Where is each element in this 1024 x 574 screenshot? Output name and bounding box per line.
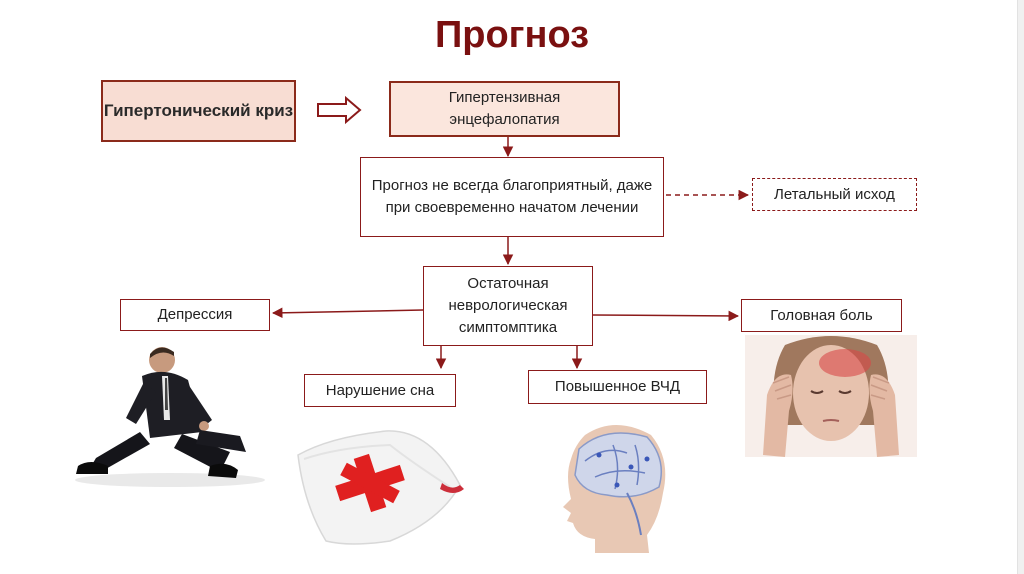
hollow-arrow — [317, 95, 362, 125]
slide-edge — [1017, 0, 1024, 574]
arrow-res-dep — [271, 307, 424, 319]
page-title: Прогноз — [434, 14, 590, 56]
arrow-res-head — [592, 310, 740, 322]
pillow-with-cross — [297, 430, 464, 545]
depression-box: Депрессия — [120, 299, 270, 331]
encephalopathy-box: Гипертензивная энцефалопатия — [389, 81, 620, 137]
prognosis-box: Прогноз не всегда благоприятный, даже пр… — [360, 157, 664, 237]
headache-box: Головная боль — [741, 299, 902, 332]
headache-woman-photo — [745, 335, 917, 457]
residual-symptoms-box: Остаточная неврологическая симптомптика — [423, 266, 593, 346]
sleep-disorder-box: Нарушение сна — [304, 374, 456, 407]
icp-box: Повышенное ВЧД — [528, 370, 707, 404]
sad-man-photo — [75, 347, 265, 487]
lethal-outcome-box: Летальный исход — [752, 178, 917, 211]
crisis-box: Гипертонический криз — [101, 80, 296, 142]
brain-head-illustration — [563, 425, 666, 553]
